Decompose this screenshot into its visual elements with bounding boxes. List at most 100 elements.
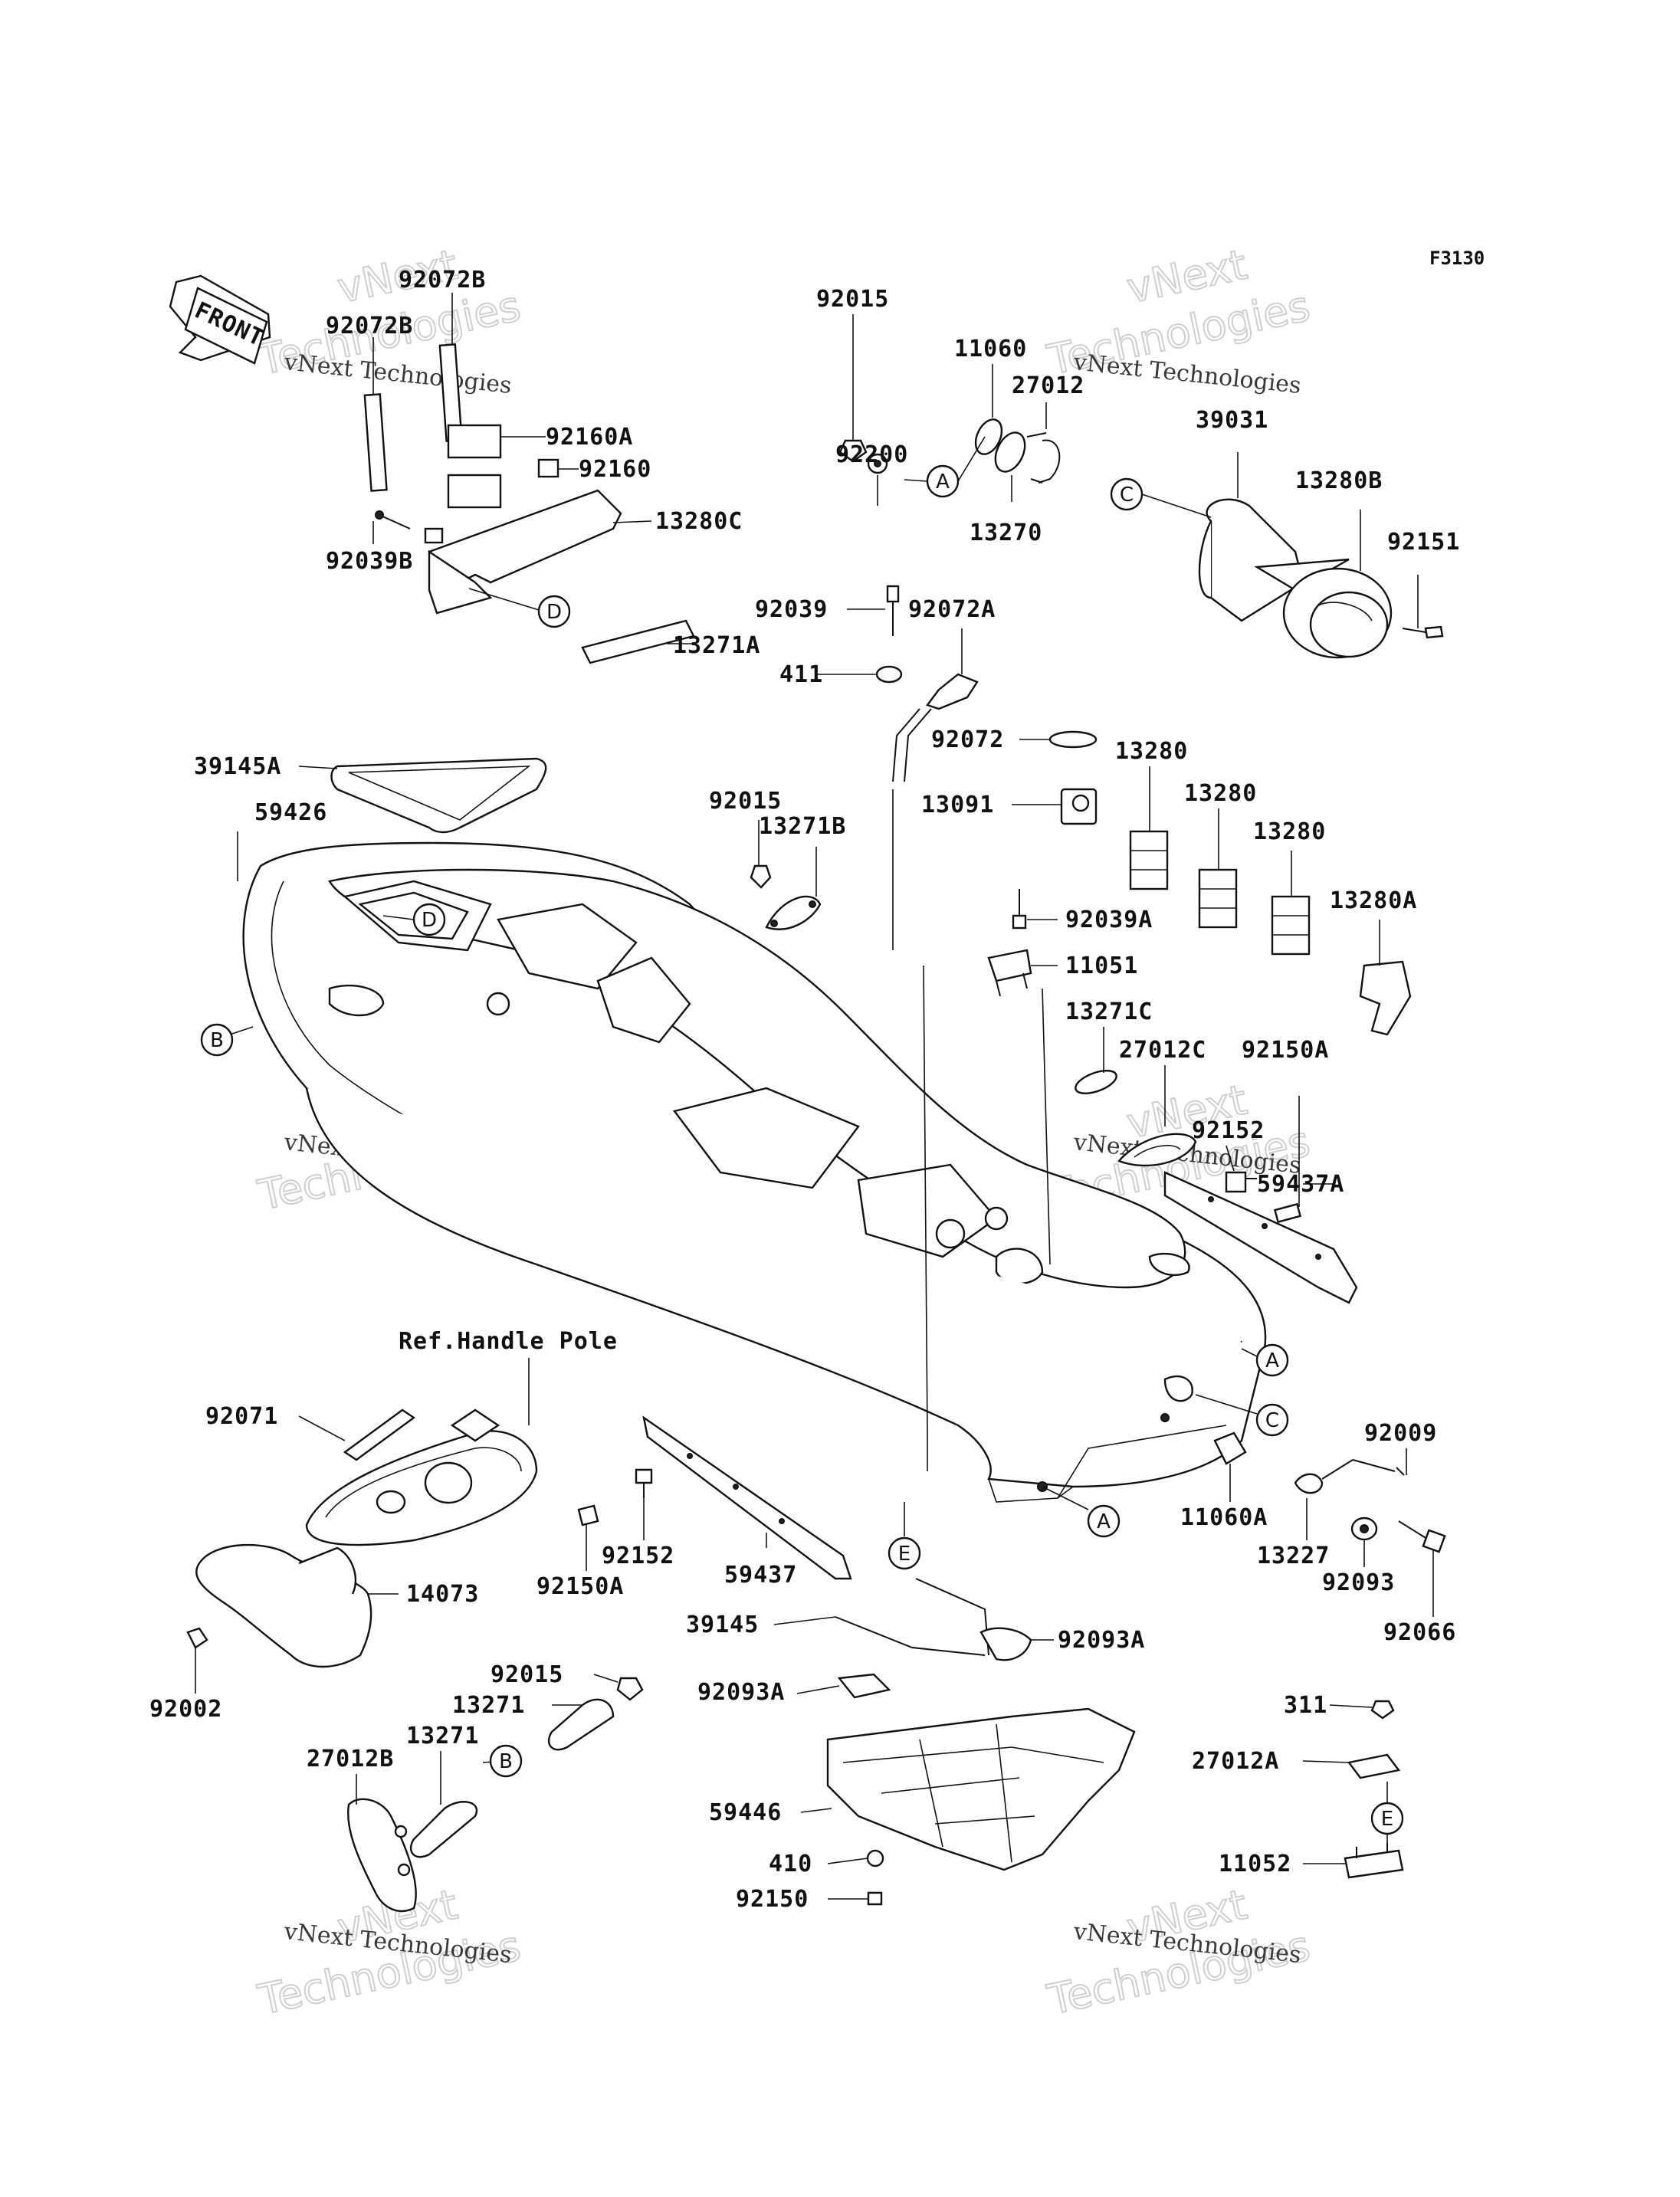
part-label: 11051 — [1065, 953, 1138, 979]
part-label: 13227 — [1257, 1543, 1330, 1569]
part-label: 92151 — [1387, 529, 1460, 556]
part-label: 92152 — [602, 1543, 674, 1569]
part-label: 13280 — [1115, 738, 1188, 765]
callout-circle: C — [1110, 477, 1144, 511]
part-label: 11052 — [1219, 1851, 1291, 1877]
part-label: 13271 — [452, 1692, 525, 1719]
circle-callouts: A C D D B A C A E B E — [200, 464, 1404, 1835]
part-label: 92072B — [326, 313, 413, 339]
part-label: 13271A — [673, 632, 760, 659]
part-label: 27012B — [307, 1746, 394, 1772]
part-label: 92002 — [149, 1696, 222, 1723]
clamp-stack-3 — [1271, 895, 1311, 956]
part-label: 39145A — [194, 753, 281, 780]
part-label: 13280C — [655, 508, 743, 535]
part-label: 13271C — [1065, 998, 1153, 1025]
part-label: 59437 — [724, 1562, 797, 1589]
duct-and-ring — [1198, 498, 1444, 659]
part-label: 27012A — [1192, 1748, 1279, 1775]
part-label: 92150A — [1242, 1037, 1329, 1064]
part-label: 13280 — [1253, 818, 1326, 845]
callout-circle: A — [926, 464, 960, 498]
part-label: 92009 — [1364, 1420, 1437, 1447]
lower-right-parts — [1213, 1431, 1446, 1553]
part-label: 13091 — [921, 792, 994, 818]
leader-lines — [195, 293, 1434, 1900]
callout-circle: C — [1255, 1403, 1289, 1437]
part-label: 13271 — [406, 1723, 479, 1749]
part-label: 13271B — [759, 813, 846, 840]
callout-circle: A — [1087, 1504, 1121, 1538]
part-label: 13280B — [1295, 467, 1383, 494]
part-label: 92072A — [908, 596, 996, 623]
part-label: 92150A — [536, 1573, 624, 1600]
callout-circle: E — [1370, 1802, 1404, 1835]
hull-body — [242, 841, 1267, 1503]
part-label: 92071 — [205, 1403, 278, 1430]
part-label: 92015 — [491, 1661, 563, 1688]
figure-code: F3130 — [1429, 248, 1485, 269]
part-label: 92093 — [1322, 1569, 1395, 1596]
part-label: 59437A — [1257, 1171, 1344, 1198]
part-label: 92072B — [399, 267, 486, 293]
part-label: 410 — [769, 1851, 812, 1877]
callout-circle: E — [888, 1536, 921, 1570]
part-label: 92160A — [546, 424, 633, 451]
callout-circle: D — [537, 595, 571, 628]
lower-middle-parts — [577, 1415, 989, 1656]
part-label: 92039A — [1065, 907, 1153, 933]
part-label: 59446 — [709, 1799, 782, 1826]
callout-circle: B — [489, 1744, 523, 1778]
svg-text:A: A — [936, 471, 950, 494]
part-label: 11060 — [954, 336, 1027, 362]
watermark-text: vNext Technologies — [282, 349, 513, 399]
lower-left-parts — [186, 1408, 538, 1668]
part-label: 92150 — [736, 1886, 809, 1913]
right-middle-parts — [1075, 1070, 1358, 1304]
part-label: 92093A — [697, 1679, 785, 1706]
part-label: 13280A — [1330, 887, 1417, 914]
part-label: 92152 — [1192, 1117, 1265, 1144]
svg-text:E: E — [898, 1543, 911, 1566]
part-label: 27012 — [1012, 372, 1084, 399]
front-arrow: FRONT — [169, 274, 271, 365]
clamp-stack-1 — [1129, 830, 1169, 890]
bottom-parts — [347, 1627, 1404, 1913]
svg-text:C: C — [1265, 1409, 1279, 1432]
part-label: 39145 — [686, 1612, 759, 1638]
svg-text:A: A — [1097, 1510, 1111, 1533]
part-label: 13270 — [970, 520, 1042, 546]
upper-middle-parts — [838, 418, 1061, 484]
callout-circle: B — [200, 1023, 234, 1057]
callout-circle: D — [412, 903, 446, 936]
part-label: 92039B — [326, 548, 413, 575]
seal-39145a — [330, 757, 547, 834]
watermark-text: vNext Technologies — [1071, 349, 1302, 399]
part-label: 14073 — [406, 1581, 479, 1608]
part-label: 92093A — [1058, 1627, 1145, 1654]
clamp-stack-2 — [1198, 868, 1238, 929]
callout-circle: A — [1255, 1343, 1289, 1377]
svg-text:B: B — [499, 1750, 513, 1773]
part-label: 411 — [779, 661, 823, 688]
part-label: 39031 — [1196, 407, 1268, 434]
part-label: 311 — [1284, 1692, 1327, 1719]
part-label: 92200 — [835, 441, 908, 468]
part-label: 27012C — [1119, 1037, 1206, 1064]
part-label: 92015 — [816, 286, 889, 313]
part-labels: 92072B 92072B 92160A 92160 13280C 92039B… — [149, 267, 1460, 1913]
part-label: 92072 — [931, 726, 1004, 753]
part-label: 92039 — [755, 596, 828, 623]
reference-note: Ref.Handle Pole — [399, 1328, 618, 1355]
svg-text:D: D — [422, 909, 437, 932]
part-label: 92160 — [579, 456, 651, 483]
part-label: 92066 — [1383, 1619, 1456, 1646]
part-label: 11060A — [1180, 1504, 1268, 1531]
upper-left-parts — [363, 343, 695, 664]
part-label: 92015 — [709, 788, 782, 815]
part-label: 13280 — [1184, 780, 1257, 807]
svg-text:C: C — [1120, 484, 1134, 507]
middle-parts — [750, 585, 1412, 1434]
